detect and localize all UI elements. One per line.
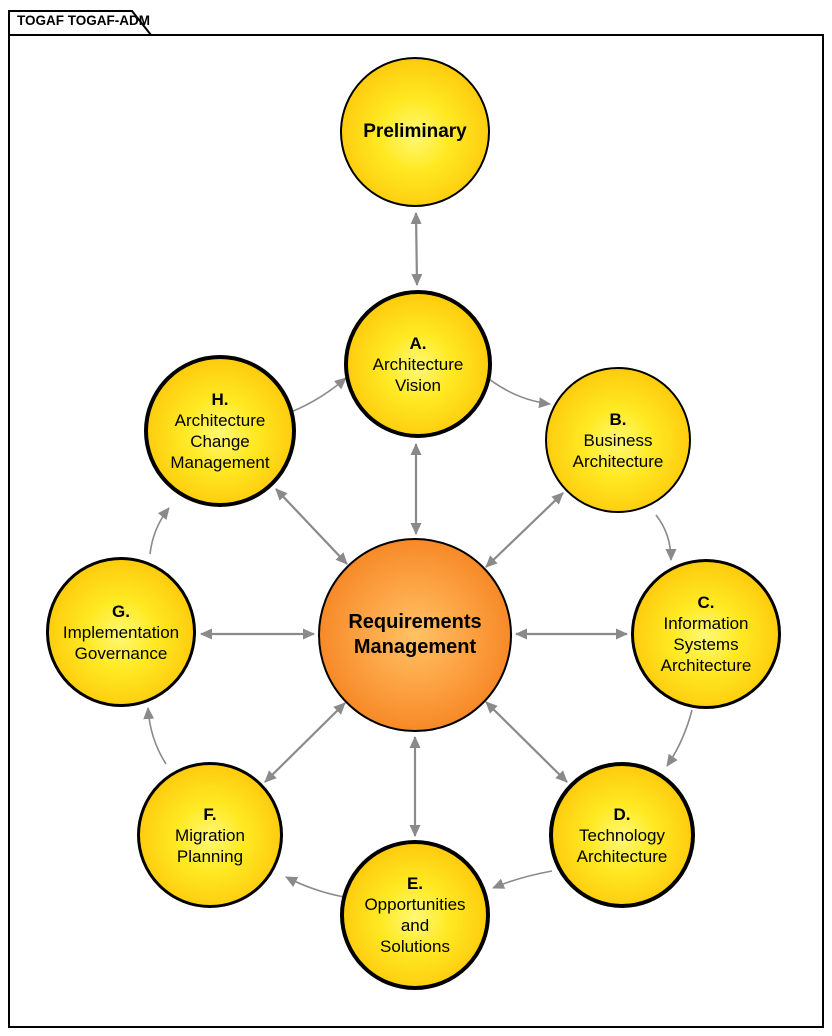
connector-preliminary-a[interactable] bbox=[410, 212, 423, 286]
node-e-name: Opportunities and Solutions bbox=[364, 895, 466, 956]
node-hub-label: Requirements Management bbox=[348, 611, 482, 658]
node-preliminary[interactable]: Preliminary bbox=[340, 57, 490, 207]
connector-b-c[interactable] bbox=[655, 514, 677, 561]
connector-hub-d[interactable] bbox=[485, 701, 568, 783]
node-architecture-change-management[interactable]: H. Architecture Change Management bbox=[144, 355, 296, 507]
node-h-letter: H. bbox=[211, 390, 229, 409]
diagram-tab bbox=[8, 10, 154, 36]
node-technology-architecture[interactable]: D. Technology Architecture bbox=[549, 762, 695, 908]
node-opportunities-and-solutions[interactable]: E. Opportunities and Solutions bbox=[340, 840, 490, 990]
connector-hub-f[interactable] bbox=[264, 702, 346, 783]
node-e-letter: E. bbox=[406, 874, 424, 893]
node-b-letter: B. bbox=[609, 409, 627, 429]
node-migration-planning[interactable]: F. Migration Planning bbox=[137, 762, 283, 908]
node-d-letter: D. bbox=[613, 804, 631, 824]
node-f-name: Migration Planning bbox=[175, 825, 245, 866]
node-g-name: Implementation Governance bbox=[62, 622, 180, 663]
connector-hub-b[interactable] bbox=[485, 492, 564, 568]
connector-d-e[interactable] bbox=[492, 870, 553, 889]
node-c-letter: C. bbox=[697, 593, 715, 612]
node-information-systems-architecture[interactable]: C. Information Systems Architecture bbox=[631, 559, 781, 709]
connector-g-h[interactable] bbox=[149, 507, 170, 555]
diagram-tab-shape bbox=[8, 10, 154, 36]
node-f-letter: F. bbox=[203, 804, 217, 824]
node-d-name: Technology Architecture bbox=[576, 825, 668, 866]
connector-c-d[interactable] bbox=[666, 709, 693, 767]
connector-e-f[interactable] bbox=[285, 876, 345, 898]
node-a-name: Architecture Vision bbox=[372, 354, 464, 395]
connector-f-g[interactable] bbox=[143, 707, 167, 765]
node-implementation-governance[interactable]: G. Implementation Governance bbox=[46, 557, 196, 707]
node-c-name: Information Systems Architecture bbox=[660, 614, 752, 675]
connector-hub-h[interactable] bbox=[275, 488, 348, 565]
node-business-architecture[interactable]: B. Business Architecture bbox=[545, 367, 691, 513]
node-g-letter: G. bbox=[112, 601, 130, 621]
node-b-name: Business Architecture bbox=[572, 430, 664, 471]
node-requirements-management[interactable]: Requirements Management bbox=[318, 538, 512, 732]
diagram-tab-label: TOGAF TOGAF-ADM bbox=[17, 13, 150, 28]
node-a-letter: A. bbox=[409, 333, 427, 353]
connector-a-b[interactable] bbox=[488, 378, 551, 409]
node-architecture-vision[interactable]: A. Architecture Vision bbox=[344, 290, 492, 438]
node-preliminary-label: Preliminary bbox=[363, 121, 467, 142]
node-h-name: Architecture Change Management bbox=[170, 411, 270, 472]
